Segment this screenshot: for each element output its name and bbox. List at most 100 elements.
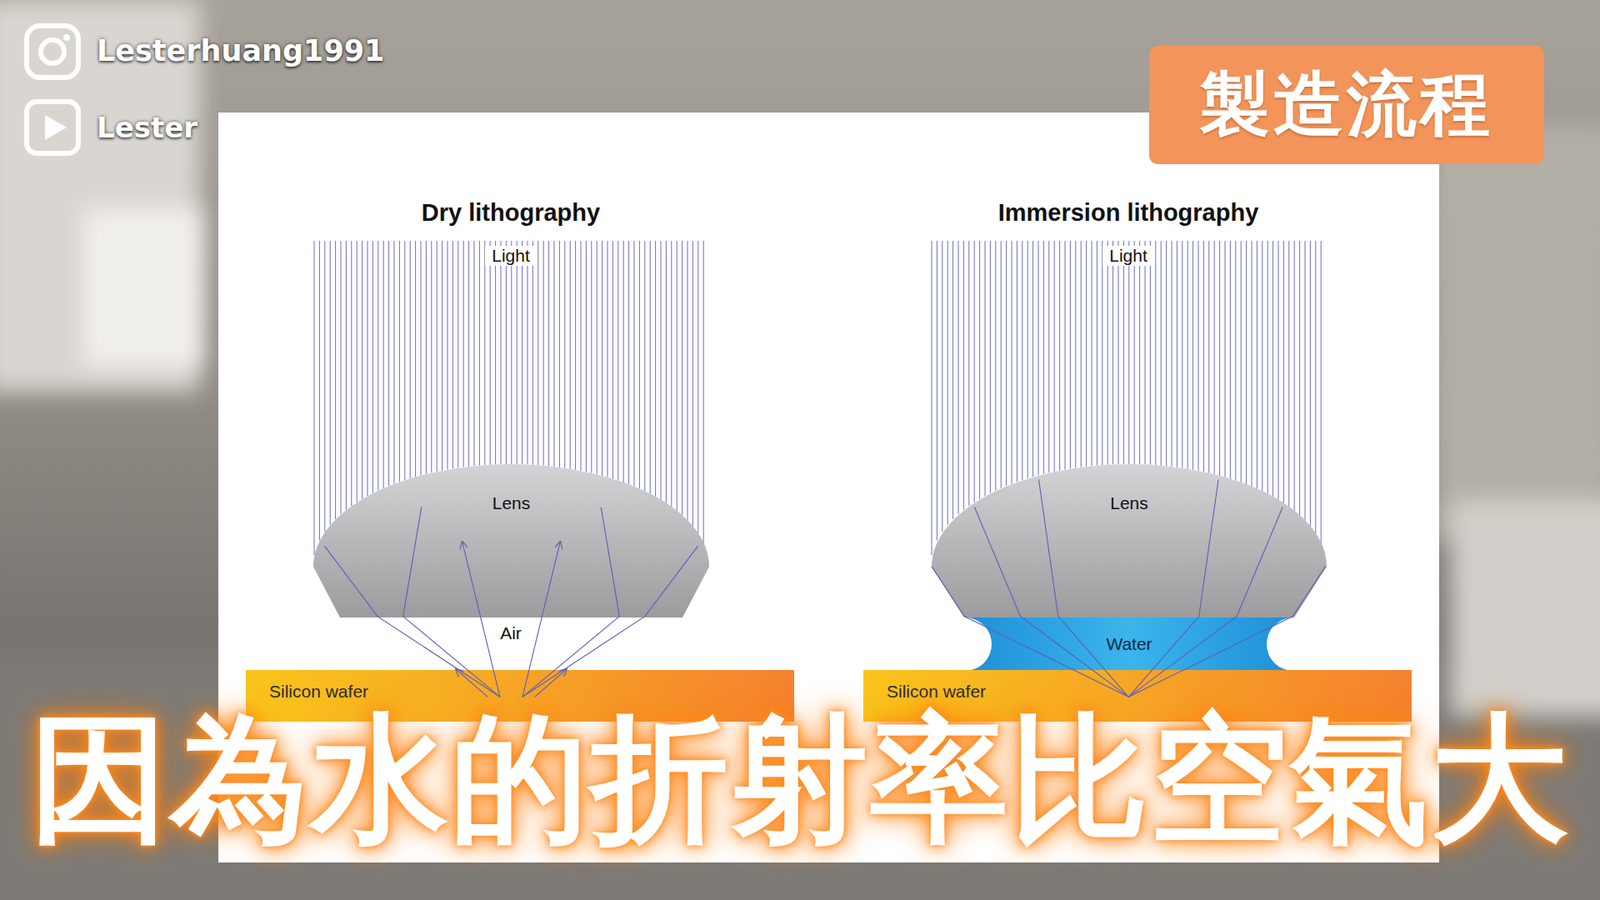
light-line [1000, 240, 1002, 489]
light-line [484, 240, 485, 465]
light-line [676, 240, 678, 511]
light-line [1251, 240, 1253, 487]
panel-title: Dry lithography [421, 199, 600, 227]
light-line [1240, 240, 1242, 483]
light-line [1101, 240, 1103, 465]
light-line [590, 240, 592, 474]
light-line [394, 240, 395, 485]
light-line [985, 240, 986, 496]
light-line [644, 240, 645, 492]
light-line [410, 240, 411, 479]
light-line [634, 240, 635, 487]
light-line [1283, 240, 1285, 504]
light-line [1230, 240, 1231, 480]
light-line [1112, 240, 1114, 465]
reflected-ray [455, 669, 488, 697]
light-line [617, 240, 619, 481]
light-line [1134, 240, 1135, 465]
light-line [1005, 240, 1007, 486]
light-line [474, 240, 475, 466]
light-line [532, 240, 534, 465]
light-line [941, 240, 943, 532]
icon-dot [63, 34, 70, 41]
light-line [356, 240, 358, 503]
light-line [601, 240, 603, 476]
light-line [367, 240, 369, 496]
light-line [1107, 240, 1109, 465]
light-line [1261, 240, 1263, 492]
light-line [1128, 240, 1130, 465]
light-line [548, 240, 550, 466]
light-line [350, 240, 352, 506]
ray [522, 545, 699, 697]
light-line [1096, 240, 1098, 466]
icon-frame [26, 25, 79, 78]
light-line [377, 240, 379, 491]
light-line [340, 240, 342, 515]
social-handle: Lesterhuang1991 [96, 34, 385, 68]
light-line [580, 240, 582, 471]
light-line [1320, 240, 1322, 544]
light-line [697, 240, 699, 534]
light-line [559, 240, 560, 468]
light-line [324, 240, 325, 532]
light-line [570, 240, 571, 470]
label-wrap: Lesterhuang1991 [96, 34, 385, 68]
light-line [936, 240, 938, 541]
label-wrap: Light [485, 245, 537, 266]
light-line [468, 240, 470, 467]
light-line [1043, 240, 1045, 475]
light-line [1065, 240, 1066, 470]
cushion-blur [1450, 500, 1600, 717]
light-line [963, 240, 965, 510]
light-line [687, 240, 689, 521]
light-line [399, 240, 400, 482]
light-line [575, 240, 576, 470]
light-line [543, 240, 545, 466]
light-line [457, 240, 459, 468]
light-line [415, 240, 416, 477]
label-wrap: Immersion lithography [998, 199, 1260, 227]
light-line [931, 240, 933, 555]
light-line [1027, 240, 1029, 479]
light-line [703, 240, 705, 544]
light-line [1187, 240, 1189, 470]
light-line [490, 240, 491, 465]
light-line [1032, 240, 1034, 477]
light-line [1310, 240, 1311, 527]
light-line [1123, 240, 1125, 465]
light-line [1016, 240, 1018, 482]
light-line [990, 240, 991, 494]
light-line [1075, 240, 1076, 468]
light-line [319, 240, 320, 541]
reflected-ray [535, 669, 567, 697]
light-line [1256, 240, 1258, 490]
lens-body [931, 464, 1327, 618]
light-line [596, 240, 598, 475]
light-line [521, 240, 523, 465]
light-line [500, 240, 502, 465]
play-triangle [45, 115, 67, 140]
ray [522, 507, 620, 698]
light-line [639, 240, 640, 490]
subtitle-caption: 因為水的折射率比空氣大 [30, 710, 1570, 849]
light-line [510, 240, 512, 465]
label-wrap: 因為水的折射率比空氣大 [30, 710, 1570, 849]
light-line [420, 240, 422, 476]
reflected-ray [462, 541, 500, 697]
light-line [1085, 240, 1087, 467]
light-line [314, 240, 315, 555]
light-line [1235, 240, 1236, 481]
light-line [425, 240, 427, 475]
light-line [1299, 240, 1300, 515]
icon-frame [26, 101, 79, 154]
light-line [516, 240, 518, 465]
ray [974, 507, 1129, 698]
water-layer: Water [958, 617, 1300, 671]
light-line [495, 240, 496, 465]
ray-group [324, 480, 1325, 698]
light-line [1305, 240, 1306, 521]
ray [1128, 566, 1325, 698]
light-line [1245, 240, 1247, 485]
